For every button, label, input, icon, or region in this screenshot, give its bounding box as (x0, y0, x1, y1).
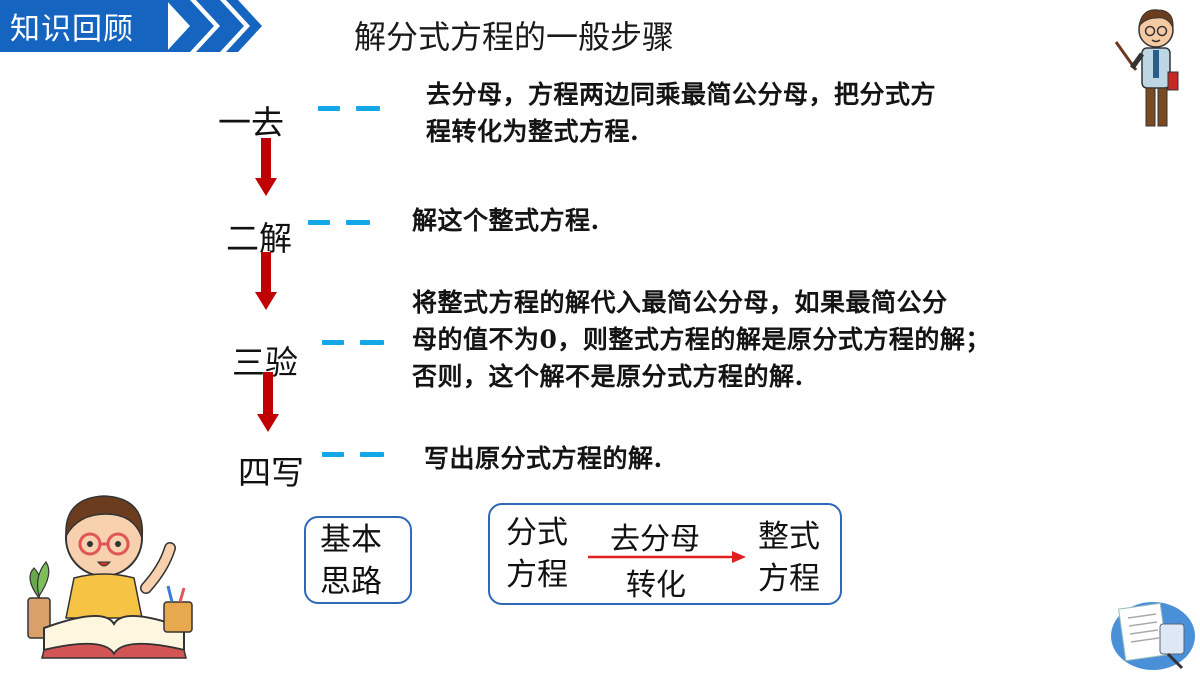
dash-icon (308, 220, 330, 225)
page-title: 解分式方程的一般步骤 (354, 18, 675, 56)
dash-icon (360, 452, 384, 457)
section-label: 知识回顾 (10, 12, 134, 47)
step-label-1: 一去 (218, 103, 284, 142)
step-line: 将整式方程的解代入最简公分母，如果最简公分 (412, 288, 948, 317)
convert-arrow-icon (588, 551, 746, 563)
step-line: 解这个整式方程. (412, 206, 600, 235)
step-label-4: 四写 (238, 453, 304, 492)
target-term-line2: 方程 (758, 561, 820, 597)
down-arrow-icon (255, 138, 277, 196)
step-line: 去分母，方程两边同乘最简公分母，把分式方 (426, 80, 937, 109)
dash-icon (322, 452, 344, 457)
dash-icon (356, 106, 380, 111)
step-description-4: 写出原分式方程的解. (424, 440, 663, 477)
step-description-1: 去分母，方程两边同乘最简公分母，把分式方 程转化为整式方程. (426, 76, 936, 150)
student-reading-illustration (27, 495, 193, 659)
teacher-illustration (1114, 9, 1179, 127)
basic-idea-label-line2: 思路 (320, 564, 382, 600)
source-term-line1: 分式 (506, 515, 568, 551)
dash-icon (346, 220, 370, 225)
step-description-2: 解这个整式方程. (412, 202, 600, 239)
basic-idea-box: 基本 思路 (304, 516, 412, 604)
math-paper-icon (1111, 602, 1195, 670)
target-term-line1: 整式 (758, 519, 820, 555)
down-arrow-icon (255, 252, 277, 310)
down-arrow-icon (257, 372, 279, 432)
arrow-label-bottom: 转化 (626, 568, 686, 603)
section-banner (0, 0, 262, 52)
step-description-3: 将整式方程的解代入最简公分母，如果最简公分 母的值不为0，则整式方程的解是原分式… (412, 284, 991, 395)
step-line: 母的值不为0，则整式方程的解是原分式方程的解； (412, 325, 991, 354)
dash-icon (322, 340, 344, 345)
step-label-2: 二解 (226, 219, 292, 258)
basic-idea-label-line1: 基本 (320, 522, 382, 558)
step-line: 程转化为整式方程. (426, 117, 640, 146)
step-line: 否则，这个解不是原分式方程的解. (412, 362, 804, 391)
conversion-box: 分式 方程 去分母 转化 整式 方程 (488, 503, 842, 605)
step-line: 写出原分式方程的解. (424, 444, 663, 473)
dash-icon (318, 106, 340, 111)
dash-icon (360, 340, 384, 345)
source-term-line2: 方程 (506, 557, 568, 593)
arrow-label-top: 去分母 (610, 522, 700, 557)
